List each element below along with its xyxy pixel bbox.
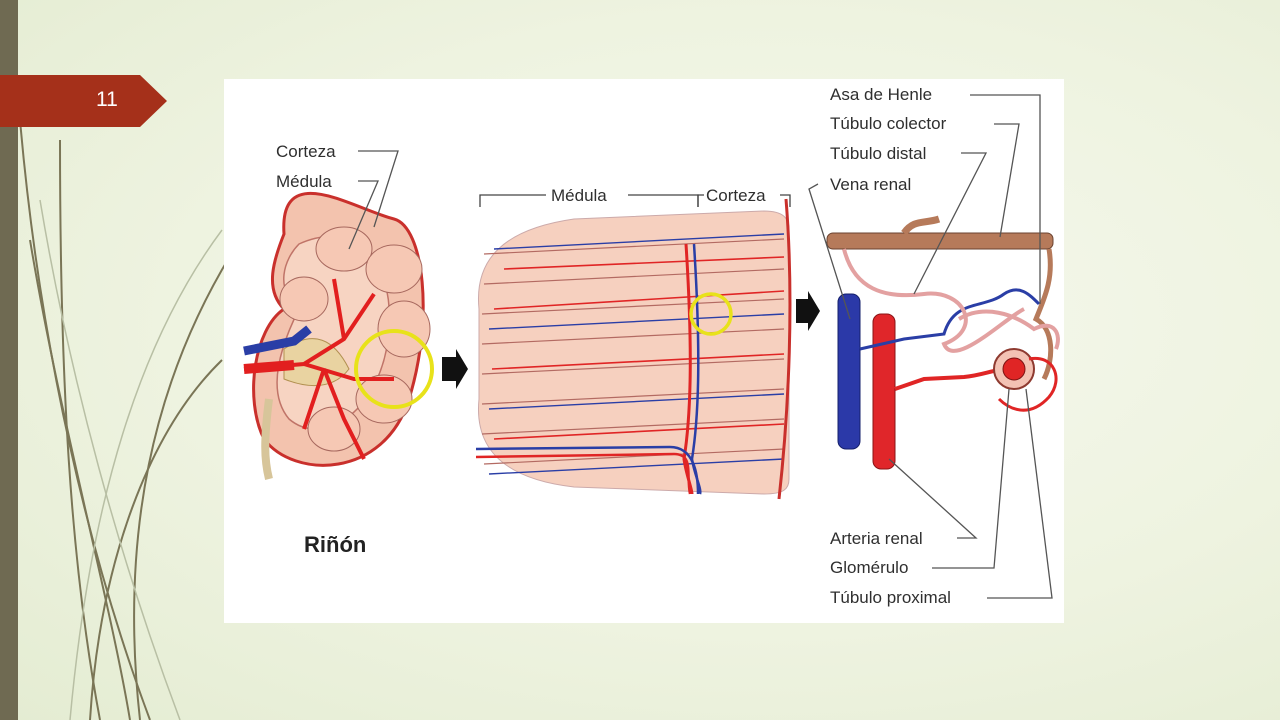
section-medulla-label: Médula [551, 186, 607, 205]
kidney-illustration [243, 191, 468, 480]
label-tubulo-colector: Túbulo colector [830, 114, 947, 133]
kidney-label-leaders [348, 150, 399, 250]
label-vena-renal: Vena renal [830, 175, 911, 194]
slide-number: 11 [96, 88, 118, 111]
section-brackets [479, 194, 791, 207]
label-arteria-renal: Arteria renal [830, 529, 923, 548]
label-tubulo-proximal: Túbulo proximal [830, 588, 951, 607]
left-accent-bar [0, 0, 18, 720]
kidney-medulla-label: Médula [276, 172, 332, 191]
kidney-diagram: Riñón Corteza Médula [224, 79, 1064, 623]
nephron-illustration [826, 215, 1060, 470]
section-cortex-label: Corteza [706, 186, 766, 205]
label-asa-de-henle: Asa de Henle [830, 85, 932, 104]
decorative-curves [19, 119, 241, 720]
nephron-label-leaders [808, 94, 1053, 599]
section-illustration [475, 198, 820, 500]
label-tubulo-distal: Túbulo distal [830, 144, 926, 163]
label-glomerulo: Glomérulo [830, 558, 908, 577]
slide-number-tab [0, 75, 167, 127]
kidney-title: Riñón [304, 532, 366, 557]
nephron-labels: Asa de Henle Túbulo colector Túbulo dist… [830, 85, 951, 607]
kidney-cortex-label: Corteza [276, 142, 336, 161]
